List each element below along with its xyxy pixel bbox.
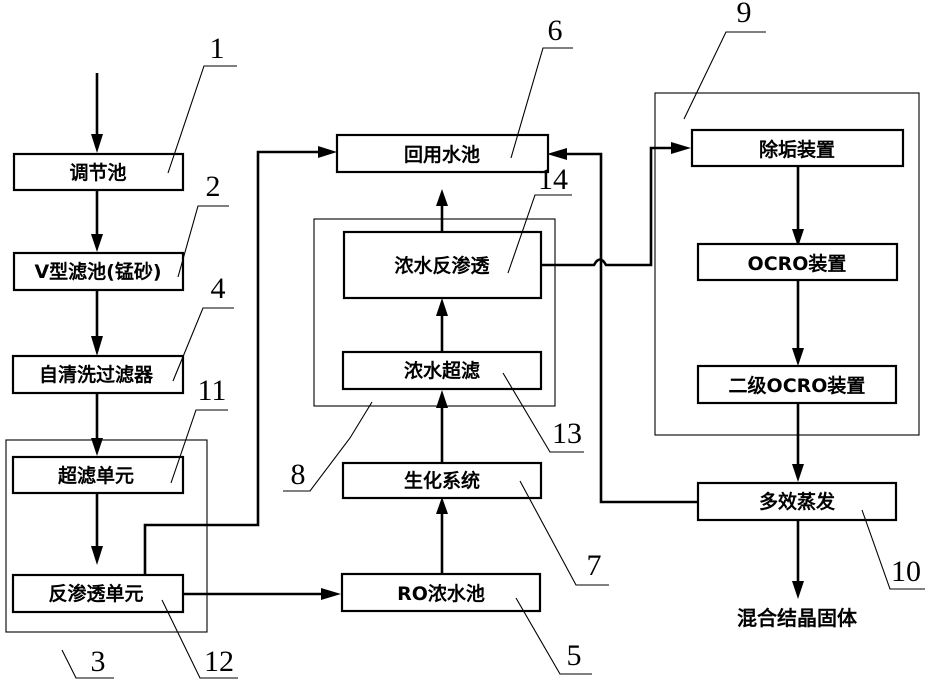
arrow-head: [792, 229, 804, 247]
node-label: 生化系统: [404, 469, 480, 492]
node-tiaojiechi[interactable]: 调节池: [12, 152, 185, 192]
ref-number: 12: [204, 645, 234, 678]
node-ocro-device[interactable]: OCRO装置: [696, 242, 899, 282]
arrow-head: [91, 134, 103, 153]
node-ultrafiltration-unit[interactable]: 超滤单元: [11, 455, 185, 495]
leader-line: [283, 401, 373, 492]
arrow-head: [792, 464, 804, 482]
leader-line: [510, 47, 573, 159]
ref-number: 3: [91, 645, 106, 678]
node-ro-concentrate-tank[interactable]: RO浓水池: [340, 572, 542, 613]
node-multi-effect-evaporation[interactable]: 多效蒸发: [696, 481, 898, 522]
node-label: 二级OCRO装置: [729, 374, 866, 397]
ref-number: 13: [552, 417, 582, 450]
ref-number: 2: [206, 170, 221, 203]
arrow-head: [91, 336, 103, 356]
flow-10-6: [563, 152, 698, 504]
node-self-cleaning-filter[interactable]: 自清洗过滤器: [11, 354, 185, 395]
arrow-head: [436, 298, 448, 316]
node-concentrate-reverse-osmosis[interactable]: 浓水反渗透: [342, 230, 543, 300]
node-label: 超滤单元: [57, 464, 134, 487]
leader-line: [167, 65, 237, 174]
leader-line: [683, 31, 766, 120]
ref-number: 4: [211, 272, 226, 305]
node-label: 调节池: [69, 161, 126, 184]
group-8-concentrate-treatment: [313, 218, 556, 407]
leader-line: [170, 409, 228, 484]
leader-line: [61, 649, 114, 679]
ref-number: 11: [198, 374, 227, 407]
node-v-filter[interactable]: V型滤池(锰砂): [12, 251, 185, 292]
ref-number: 9: [737, 0, 752, 29]
arrow-head: [436, 189, 448, 206]
arrow-head: [91, 438, 103, 456]
arrow-head: [318, 146, 337, 158]
node-label: 浓水反渗透: [394, 254, 490, 277]
arrow-head: [792, 348, 804, 366]
leader-line: [507, 194, 572, 274]
ref-number: 1: [210, 32, 225, 65]
flow-12-6: [143, 150, 322, 575]
node-label: 反渗透单元: [48, 582, 143, 605]
ref-number: 10: [891, 555, 921, 588]
node-biochemical-system[interactable]: 生化系统: [341, 461, 543, 500]
node-label: OCRO装置: [748, 252, 847, 275]
flow-lines: [91, 73, 804, 600]
node-label: 除垢装置: [759, 138, 835, 161]
leader-line: [519, 480, 609, 586]
ref-number: 14: [538, 163, 568, 196]
group-3-pretreatment-membrane: [5, 439, 208, 633]
arrow-head: [436, 497, 448, 514]
arrow-head: [91, 234, 103, 252]
group-9-ocro-system: [654, 92, 920, 436]
node-label: 多效蒸发: [759, 490, 836, 513]
ref-number: 8: [291, 458, 306, 491]
reference-callouts: 1 2 4 11 3 12 3 6 14 13 8 7 5: [61, 0, 925, 679]
node-label: 浓水超滤: [404, 359, 480, 382]
node-secondary-ocro-device[interactable]: 二级OCRO装置: [696, 364, 898, 405]
ref-number: 5: [567, 639, 582, 672]
arrow-head: [321, 588, 341, 600]
leader-line: [172, 307, 234, 382]
node-descaling-device[interactable]: 除垢装置: [690, 128, 905, 168]
ref-number: 6: [548, 14, 563, 47]
arrow-head: [91, 546, 103, 565]
output-label: 混合结晶固体: [737, 606, 858, 630]
leader-line: [515, 597, 592, 675]
arrow-head: [547, 148, 567, 160]
leader-line: [502, 372, 584, 453]
node-label: RO浓水池: [397, 582, 485, 605]
node-label: 自清洗过滤器: [39, 363, 154, 386]
node-label: V型滤池(锰砂): [34, 260, 161, 283]
node-concentrate-ultrafiltration[interactable]: 浓水超滤: [341, 350, 543, 391]
arrow-head: [436, 390, 448, 408]
node-reverse-osmosis-unit[interactable]: 反渗透单元: [11, 573, 185, 614]
arrow-head: [671, 142, 691, 154]
arrow-head: [792, 581, 804, 599]
leader-line: [861, 509, 925, 590]
node-label: 回用水池: [404, 143, 480, 166]
leader-line: [161, 599, 238, 679]
ref-number: 7: [587, 549, 602, 582]
leader-line: [177, 205, 229, 278]
